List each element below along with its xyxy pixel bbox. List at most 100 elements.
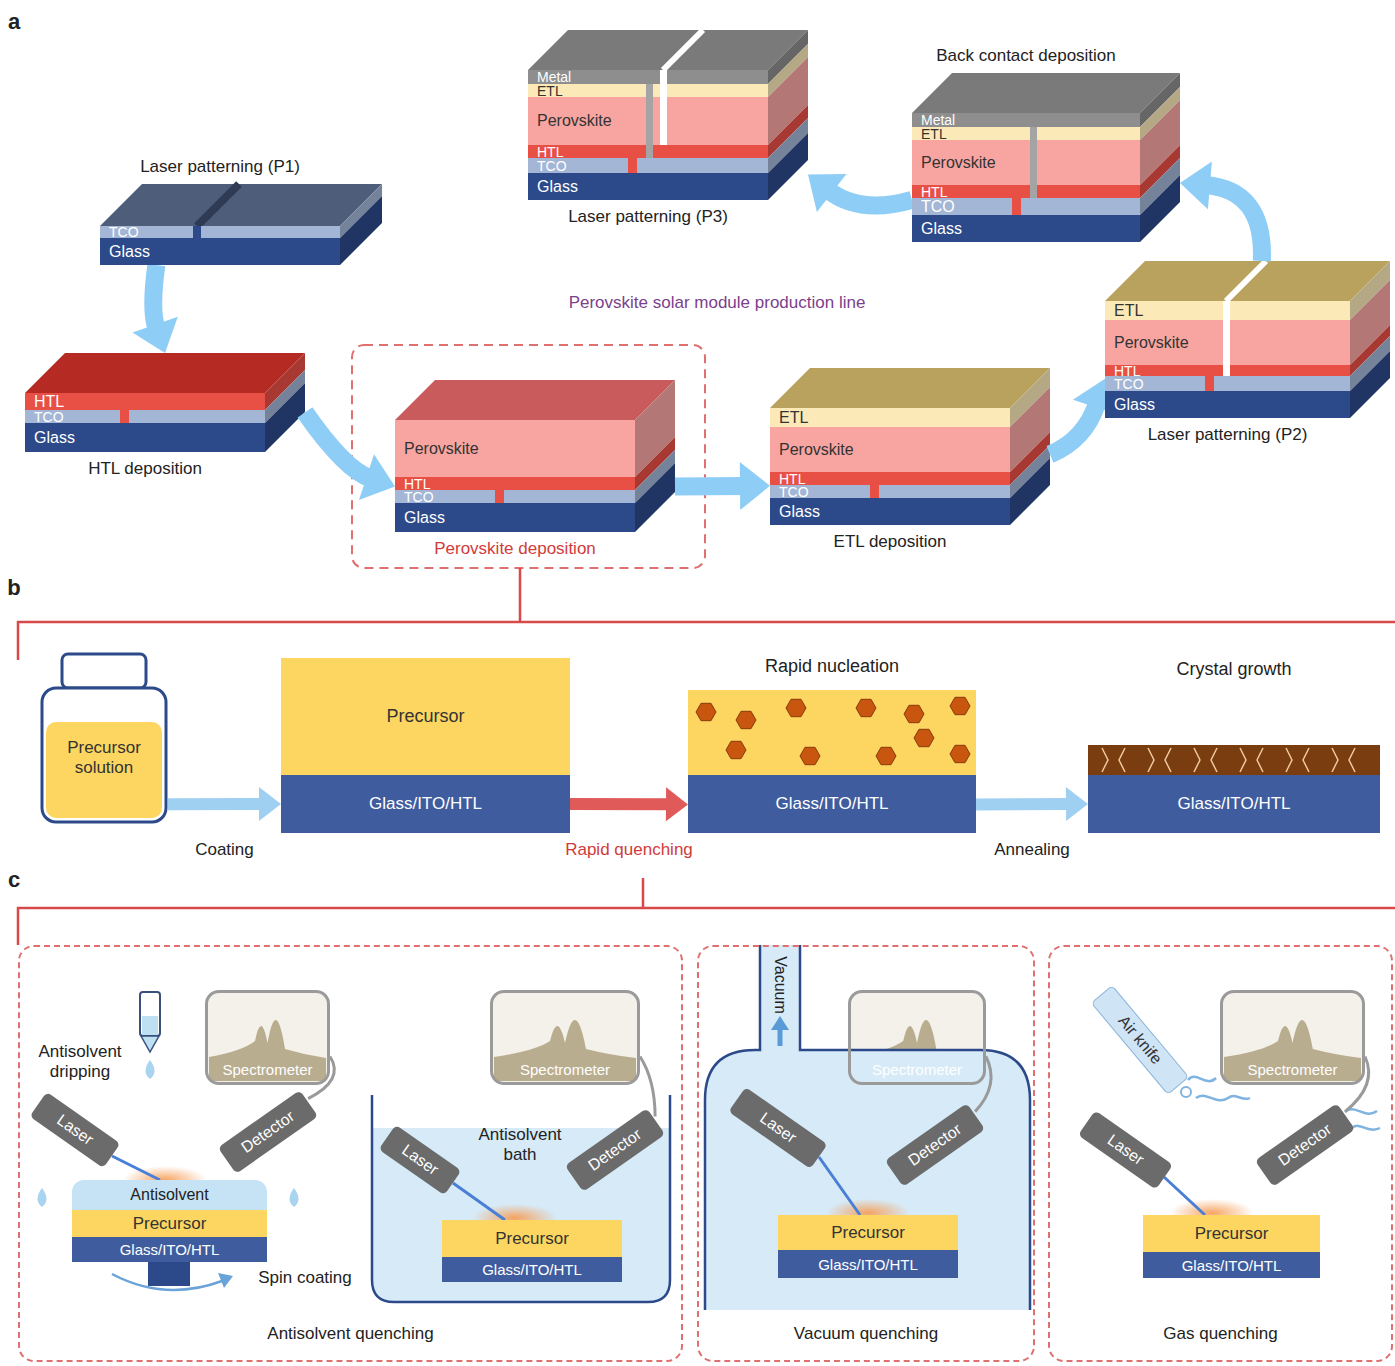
spin-arrow-head xyxy=(218,1273,233,1288)
layer-label: Perovskite xyxy=(404,441,479,457)
layer-label: TCO xyxy=(1114,377,1144,391)
bracket-line xyxy=(18,568,1395,660)
layer-label: Glass xyxy=(109,244,150,260)
layer-label: Antisolvent xyxy=(130,1186,208,1204)
pipette-tip xyxy=(141,1036,159,1052)
layer-band: Glass xyxy=(528,173,768,200)
layer-label: Glass/ITO/HTL xyxy=(1182,1257,1282,1274)
layer-band: Glass xyxy=(912,215,1140,242)
laser-head: Laser xyxy=(30,1092,121,1168)
layer-label: HTL xyxy=(779,472,805,486)
precursor-bottle: Precursor solution xyxy=(40,652,168,824)
layer-label: Precursor xyxy=(1195,1224,1269,1244)
top-face xyxy=(770,368,1050,408)
connector-path xyxy=(570,798,669,810)
layer-band: TCO xyxy=(100,226,340,238)
grain-boundary xyxy=(1332,748,1338,772)
layer-label: ETL xyxy=(1114,303,1143,319)
stack-faces xyxy=(25,30,1390,1083)
film-layer: Precursor xyxy=(72,1210,267,1237)
pipette-liquid xyxy=(142,1016,158,1035)
layer-label: TCO xyxy=(109,225,139,239)
highlight-frame xyxy=(352,345,705,568)
film-layer: Glass/ITO/HTL xyxy=(1088,775,1380,833)
scribe-line xyxy=(870,485,879,498)
device-stack: Back contact depositionMetalETLPerovskit… xyxy=(912,73,1180,242)
layer-label: Glass/ITO/HTL xyxy=(120,1241,220,1258)
layer-band: HTL xyxy=(395,477,635,490)
spectrometer-screen xyxy=(207,992,328,1083)
scribe-line xyxy=(1012,198,1021,215)
bar-label: Detector xyxy=(1275,1120,1335,1169)
droplet xyxy=(290,1188,299,1207)
annotation: Antisolvent dripping xyxy=(30,1042,130,1083)
grain-boundary xyxy=(1102,748,1108,772)
grain-boundary xyxy=(1349,748,1355,772)
grain-boundary xyxy=(1165,748,1171,772)
film-layer: Glass/ITO/HTL xyxy=(688,775,976,833)
pipette xyxy=(140,992,160,1036)
bar-label: Detector xyxy=(905,1120,965,1169)
connector-path xyxy=(168,798,262,810)
layer-label: Precursor xyxy=(495,1229,569,1249)
layer-label: ETL xyxy=(779,410,808,426)
flow-arrow xyxy=(305,412,395,500)
nucleus xyxy=(800,747,820,764)
layer-band: Glass xyxy=(100,238,340,265)
layer-label: TCO xyxy=(537,159,567,173)
connector-path xyxy=(976,798,1069,810)
top-face xyxy=(912,73,1180,113)
flow-arrow xyxy=(570,787,688,821)
vacuum-chamber-outline xyxy=(705,945,1030,1310)
connector-path xyxy=(153,265,156,329)
layer-label: Glass xyxy=(779,504,820,520)
flow-arrow xyxy=(1180,161,1262,261)
film-layer: Precursor xyxy=(778,1215,958,1250)
grain-boundary xyxy=(1286,748,1292,772)
layer-band: Perovskite xyxy=(770,427,1010,472)
nucleus xyxy=(904,705,924,722)
spectrometer-screen xyxy=(1222,992,1363,1083)
stage-caption: Perovskite deposition xyxy=(395,539,635,559)
grain-boundary xyxy=(1148,748,1154,772)
device-stack: ETL depositionETLPerovskiteHTLTCOGlass xyxy=(770,368,1050,525)
vacuum-chamber xyxy=(705,945,1030,1310)
spectrometer-box: Spectrometer xyxy=(205,990,330,1085)
bar-label: Air knife xyxy=(1115,1012,1166,1068)
layer-label: HTL xyxy=(921,185,947,199)
bracket-line xyxy=(18,878,1395,945)
grain-boundary xyxy=(1194,748,1200,772)
nucleus xyxy=(876,747,896,764)
film-layer: Precursor xyxy=(281,658,570,775)
layer-label: Perovskite xyxy=(1114,335,1189,351)
panel-letter: a xyxy=(8,9,20,35)
bar-label: Detector xyxy=(585,1125,645,1174)
air-knife: Air knife xyxy=(1091,985,1190,1095)
layer-label: Metal xyxy=(921,113,955,127)
layer-band: HTL xyxy=(770,472,1010,485)
bar-label: Laser xyxy=(756,1109,799,1147)
layer-label: Glass/ITO/HTL xyxy=(775,794,888,814)
stage-heading: Rapid nucleation xyxy=(688,656,976,677)
side-face xyxy=(1140,175,1180,242)
nucleus xyxy=(950,697,970,714)
layer-label: Metal xyxy=(537,70,571,84)
detector-head: Detector xyxy=(565,1108,665,1192)
droplet xyxy=(146,1060,155,1079)
bar-label: Laser xyxy=(53,1111,96,1149)
stage-box: Crystal growthGlass/ITO/HTL xyxy=(1088,745,1380,833)
annotation: Perovskite solar module production line xyxy=(569,293,866,313)
nucleus xyxy=(914,729,934,746)
droplet xyxy=(38,1188,47,1207)
laser-head: Laser xyxy=(379,1125,462,1195)
air-swirl xyxy=(1181,1087,1191,1097)
annotation: Spin coating xyxy=(258,1268,352,1288)
scribe-line xyxy=(1030,127,1037,198)
film-layer: Precursor xyxy=(1143,1215,1320,1252)
layer-band: Perovskite xyxy=(395,420,635,477)
nucleus xyxy=(950,745,970,762)
edge-label: Rapid quenching xyxy=(529,840,729,860)
stage-caption: Laser patterning (P3) xyxy=(528,207,768,227)
layer-band: TCO xyxy=(395,490,635,503)
top-face xyxy=(1105,261,1390,301)
